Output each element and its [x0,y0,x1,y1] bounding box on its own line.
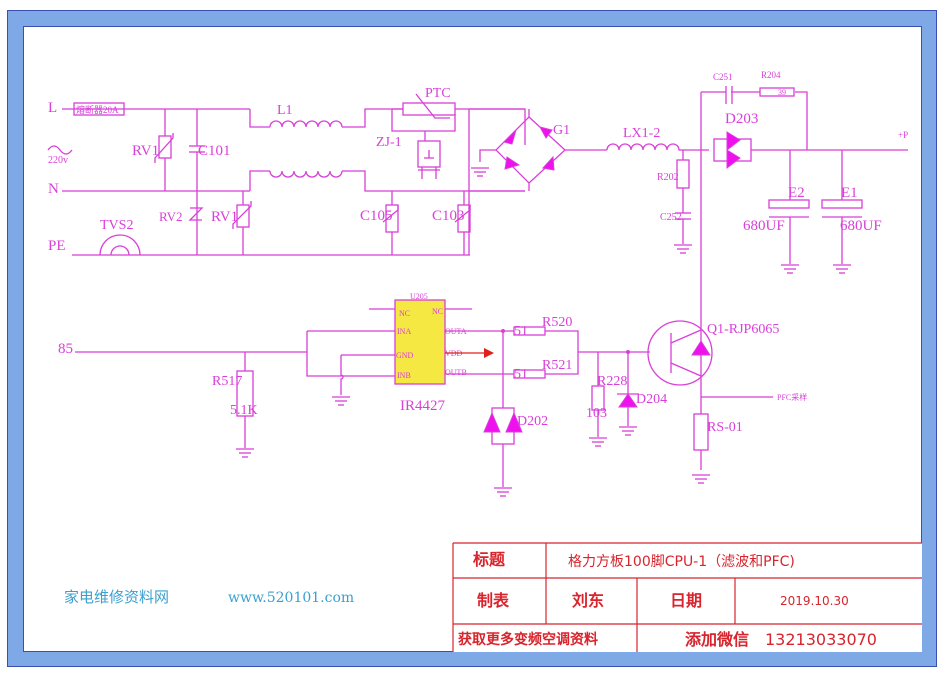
label-r202: R202 [657,172,679,183]
capacitor-e2 [768,199,810,209]
author-label: 制表 [477,591,510,610]
label-out-p: +P [898,130,908,140]
ic-ir4427 [394,299,446,385]
label-c105: C105 [360,208,393,224]
pin-outb: OUTB [445,368,467,377]
label-fuse: 熔断器20A [76,104,119,115]
label-e2-value: 680UF [743,218,785,234]
label-rs01: RS-01 [707,420,743,435]
label-rv1-top: RV1 [132,143,159,159]
inductor-l1-top [269,120,343,128]
label-r517: R517 [212,374,242,389]
resistor-r202 [676,159,690,189]
title-label: 标题 [472,550,506,569]
title-value: 格力方板100脚CPU-1（滤波和PFC) [568,554,795,570]
label-r521-value: 51 [514,367,528,382]
inductor-l1-bottom [269,170,343,178]
tvs2-symbol [99,234,141,256]
label-l1: L1 [277,103,293,118]
title-block: 标题 格力方板100脚CPU-1（滤波和PFC) 制表 刘东 日期 2019.1… [452,542,922,652]
label-pfc-sample: PFC采样 [777,392,807,402]
ground-icon [691,474,711,484]
ac-source-icon [47,145,73,155]
label-r517-value: 5.1K [230,403,258,418]
label-r228: R228 [597,374,627,389]
label-r204-value: 39 [778,88,786,97]
label-u205: U205 [410,292,428,301]
label-r520: R520 [542,315,572,330]
label-ptc: PTC [425,86,451,101]
label-ic-name: IR4427 [400,398,446,414]
drive-section: 85 R517 5.1K U205 NC NC INA GND INB OUTA… [58,292,807,497]
label-r521: R521 [542,358,572,373]
label-voltage: 220v [48,155,68,166]
ground-icon [493,487,513,497]
label-rv2: RV2 [159,209,183,224]
inductor-lx1-2 [606,143,709,151]
label-c251: C251 [713,72,733,82]
rv2-symbol [188,207,204,221]
transistor-q1 [647,320,713,386]
promo-left: 获取更多变频空调资料 [458,631,598,648]
resistor-r204 [759,87,795,97]
ptc-thermistor [402,102,456,116]
label-d204: D204 [636,392,667,407]
ground-icon [618,426,638,436]
ground-icon [235,448,255,458]
fuse [73,102,125,116]
label-d202: D202 [517,414,548,429]
promo-right-number: 13213033070 [765,630,877,649]
pin-gnd: GND [396,351,414,360]
ground-icon [588,437,608,447]
zener-d204 [618,393,638,408]
brand-site-name: 家电维修资料网 [64,588,169,606]
promo-right-label: 添加微信 [685,630,749,649]
pin-nc-left: NC [399,309,410,318]
input-section: L N PE 220v 熔断器20A TVS2 RV1 C101 RV2 [47,70,908,330]
label-r204: R204 [761,70,781,80]
label-e1: E1 [841,185,858,201]
label-q1: Q1-RJP6065 [707,322,779,337]
label-g1: G1 [553,123,570,138]
label-input-85: 85 [58,341,73,357]
label-r228-value: 103 [586,406,607,421]
label-c103: C103 [432,208,465,224]
label-line-L: L [48,100,57,116]
label-rv1-bottom: RV1 [211,209,238,225]
ground-icon [331,396,351,406]
capacitor-e1 [821,199,863,209]
ground-icon [832,264,852,274]
ground-icon [470,167,490,177]
resistor-rs01 [693,413,709,451]
label-zj1: ZJ-1 [376,135,402,150]
label-d203: D203 [725,111,758,127]
date-label: 日期 [670,591,702,610]
label-e2: E2 [788,185,805,201]
label-c252: C252 [660,212,682,223]
author-value: 刘东 [572,591,604,610]
label-r520-value: 51 [514,324,528,339]
pin-ina: INA [397,327,411,336]
vdd-arrow-icon [484,348,494,358]
label-line-N: N [48,181,59,197]
varistor-rv1-bottom [236,204,250,228]
date-value: 2019.10.30 [780,594,849,608]
label-e1-value: 680UF [840,218,882,234]
label-tvs2: TVS2 [100,218,133,233]
label-c101: C101 [198,143,231,159]
ground-icon [673,244,693,254]
label-line-PE: PE [48,238,66,254]
ground-icon [780,264,800,274]
label-lx1-2: LX1-2 [623,126,660,141]
brand-url[interactable]: www.520101.com [228,590,354,606]
pin-inb: INB [397,371,411,380]
pin-nc-right: NC [432,307,443,316]
